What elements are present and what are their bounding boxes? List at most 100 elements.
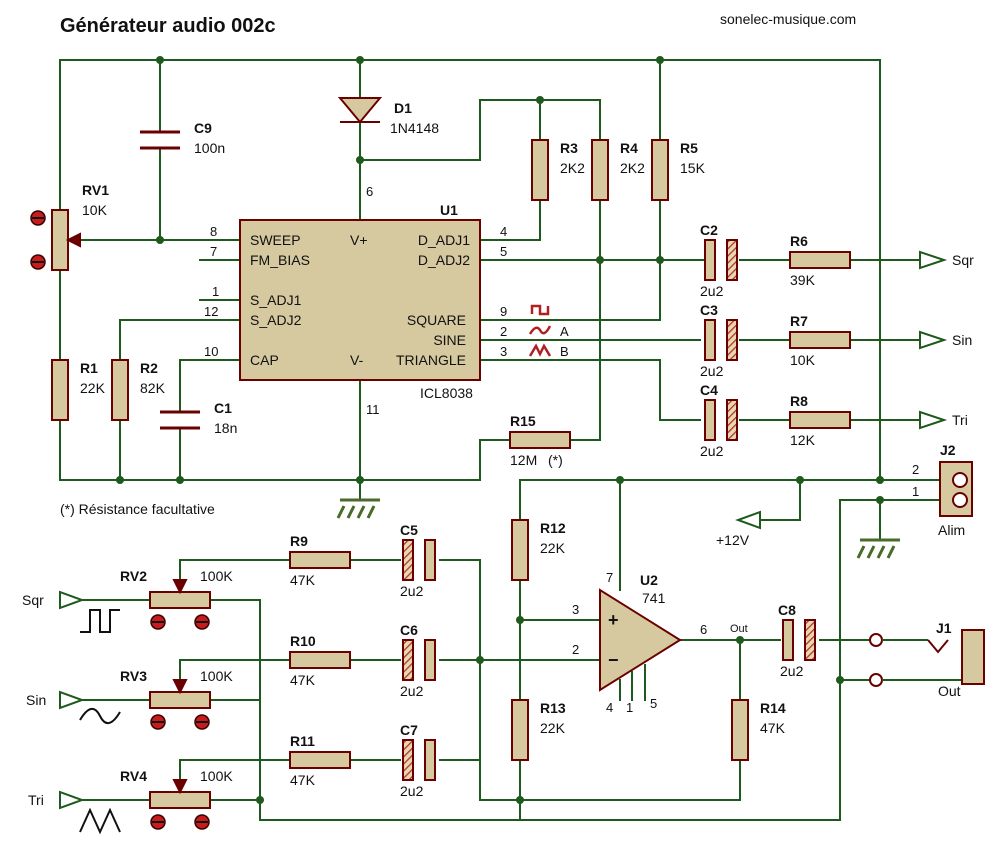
u2-plus-sign: + [608, 610, 619, 630]
u1-pin-num-11: 11 [366, 402, 380, 417]
r11-value: 47K [290, 772, 316, 788]
u2-pin-4: 4 [606, 700, 613, 715]
c4-value: 2u2 [700, 443, 724, 459]
r15-note: (*) [548, 452, 563, 468]
input-sqr-label: Sqr [22, 592, 44, 608]
r10-body [289, 651, 351, 669]
u1-pin-sine: SINE [433, 332, 466, 348]
r6-body [789, 251, 851, 269]
r5-value: 15K [680, 160, 706, 176]
r11-body [289, 751, 351, 769]
j1-name: Out [938, 683, 961, 699]
r2-value: 82K [140, 380, 166, 396]
u1-pin-cap: CAP [250, 352, 279, 368]
u1-pin-square: SQUARE [407, 312, 466, 328]
r10-value: 47K [290, 672, 316, 688]
wave-icons [528, 304, 552, 357]
input-sin-label: Sin [26, 692, 46, 708]
r10-ref: R10 [290, 633, 316, 649]
c5-ref: C5 [400, 522, 418, 538]
footnote: (*) Résistance facultative [60, 501, 215, 517]
r1-value: 22K [80, 380, 106, 396]
j2-name: Alim [938, 522, 965, 538]
rv4-ref: RV4 [120, 768, 147, 784]
d1-ref: D1 [394, 100, 412, 116]
u1-pin-num-1: 1 [212, 284, 219, 299]
u1-body [239, 219, 481, 381]
r7-ref: R7 [790, 313, 808, 329]
u1-pin-s-adj1: S_ADJ1 [250, 292, 302, 308]
r4-value: 2K2 [620, 160, 645, 176]
input-triangle-wave-icon [79, 807, 121, 835]
j2-connector [939, 461, 973, 517]
r3-body [531, 139, 549, 201]
r2-body [111, 359, 129, 421]
r8-ref: R8 [790, 393, 808, 409]
r14-ref: R14 [760, 700, 786, 716]
r4-body [591, 139, 609, 201]
r9-body [289, 551, 351, 569]
website-label: sonelec-musique.com [720, 11, 856, 27]
u1-pin-triangle: TRIANGLE [396, 352, 466, 368]
c4-ref: C4 [700, 382, 718, 398]
r13-value: 22K [540, 720, 566, 736]
wave-label-a: A [560, 324, 569, 339]
u2-pin-1: 1 [626, 700, 633, 715]
u1-pin-sweep: SWEEP [250, 232, 301, 248]
j1-jack [869, 629, 985, 687]
ground-symbols [336, 498, 900, 559]
u2-pin-3: 3 [572, 602, 579, 617]
electrolytic-caps [402, 239, 816, 781]
triangle-wave-icon [528, 343, 552, 357]
u1-pin-num-4: 4 [500, 224, 507, 239]
r6-value: 39K [790, 272, 816, 288]
u1-pin-d-adj1: D_ADJ1 [418, 232, 470, 248]
r7-value: 10K [790, 352, 816, 368]
j2-pin-2: 2 [912, 462, 919, 477]
r12-ref: R12 [540, 520, 566, 536]
u1-pin-num-3: 3 [500, 344, 507, 359]
c3-value: 2u2 [700, 363, 724, 379]
page-title: Générateur audio 002c [60, 15, 276, 37]
terminals [59, 250, 948, 810]
r15-body [509, 431, 571, 449]
output-sqr-label: Sqr [952, 252, 974, 268]
sine-wave-icon [528, 325, 552, 335]
r15-value: 12M [510, 452, 537, 468]
c8-ref: C8 [778, 602, 796, 618]
input-square-wave-icon [80, 609, 120, 633]
c7-ref: C7 [400, 722, 418, 738]
d1-value: 1N4148 [390, 120, 439, 136]
u2-pin-7: 7 [606, 570, 613, 585]
r1-body [51, 359, 69, 421]
rv2-body [149, 591, 211, 609]
u1-pin-num-5: 5 [500, 244, 507, 259]
r9-value: 47K [290, 572, 316, 588]
u1-pin-vplus: V+ [350, 232, 368, 248]
u1-pin-d-adj2: D_ADJ2 [418, 252, 470, 268]
r8-body [789, 411, 851, 429]
r1-ref: R1 [80, 360, 98, 376]
r14-value: 47K [760, 720, 786, 736]
r5-body [651, 139, 669, 201]
input-tri-label: Tri [28, 792, 44, 808]
u2-ref: U2 [640, 572, 658, 588]
j1-ref: J1 [936, 620, 952, 636]
input-wave-drawings [79, 609, 121, 835]
u1-pin-num-7: 7 [210, 244, 217, 259]
rv4-body [149, 791, 211, 809]
u1-pin-num-10: 10 [204, 344, 218, 359]
d1-diode [337, 97, 383, 124]
j2-ref: J2 [940, 442, 956, 458]
c8-value: 2u2 [780, 663, 804, 679]
u1-model: ICL8038 [420, 385, 473, 401]
r12-body [511, 519, 529, 581]
r3-value: 2K2 [560, 160, 585, 176]
c5-value: 2u2 [400, 583, 424, 599]
r15-ref: R15 [510, 413, 536, 429]
c9-value: 100n [194, 140, 225, 156]
rv3-ref: RV3 [120, 668, 147, 684]
output-tri-label: Tri [952, 412, 968, 428]
c6-ref: C6 [400, 622, 418, 638]
c1-value: 18n [214, 420, 237, 436]
